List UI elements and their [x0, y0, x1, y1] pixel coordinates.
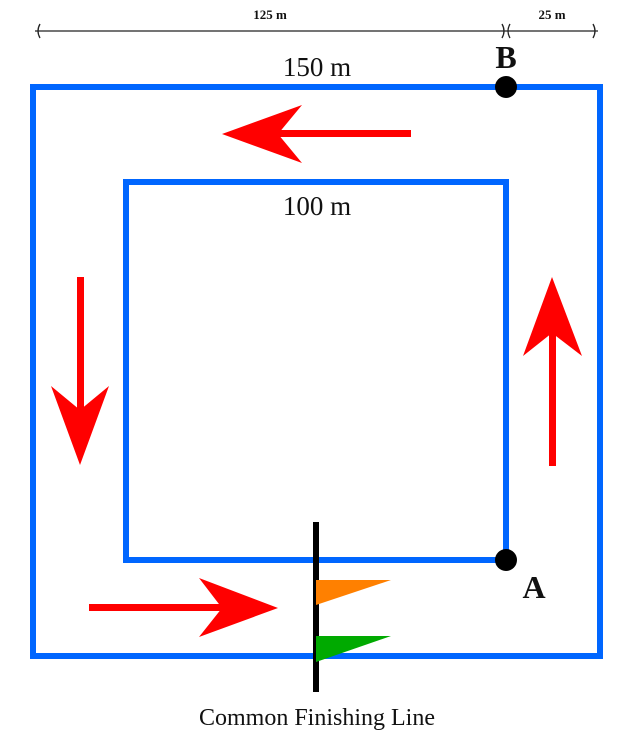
arrow-down-icon	[51, 277, 109, 465]
finishing-line	[313, 522, 391, 692]
inner-track	[123, 179, 509, 563]
dimension-label-125: 125 m	[253, 7, 287, 22]
direction-arrows	[51, 105, 582, 637]
finishing-line-label: Common Finishing Line	[199, 705, 435, 731]
arrow-left-icon	[222, 105, 411, 163]
point-b	[495, 76, 517, 98]
point-a-label: A	[522, 569, 545, 605]
green-flag-icon	[316, 636, 391, 662]
outer-track-length-label: 150 m	[283, 52, 351, 82]
dimension-line	[35, 23, 598, 39]
arrow-up-icon	[523, 277, 582, 466]
inner-track-length-label: 100 m	[283, 191, 351, 221]
point-b-label: B	[495, 39, 516, 75]
point-a	[495, 549, 517, 571]
dimension-label-25: 25 m	[538, 7, 565, 22]
orange-flag-icon	[316, 580, 391, 605]
arrow-right-icon	[89, 578, 278, 637]
